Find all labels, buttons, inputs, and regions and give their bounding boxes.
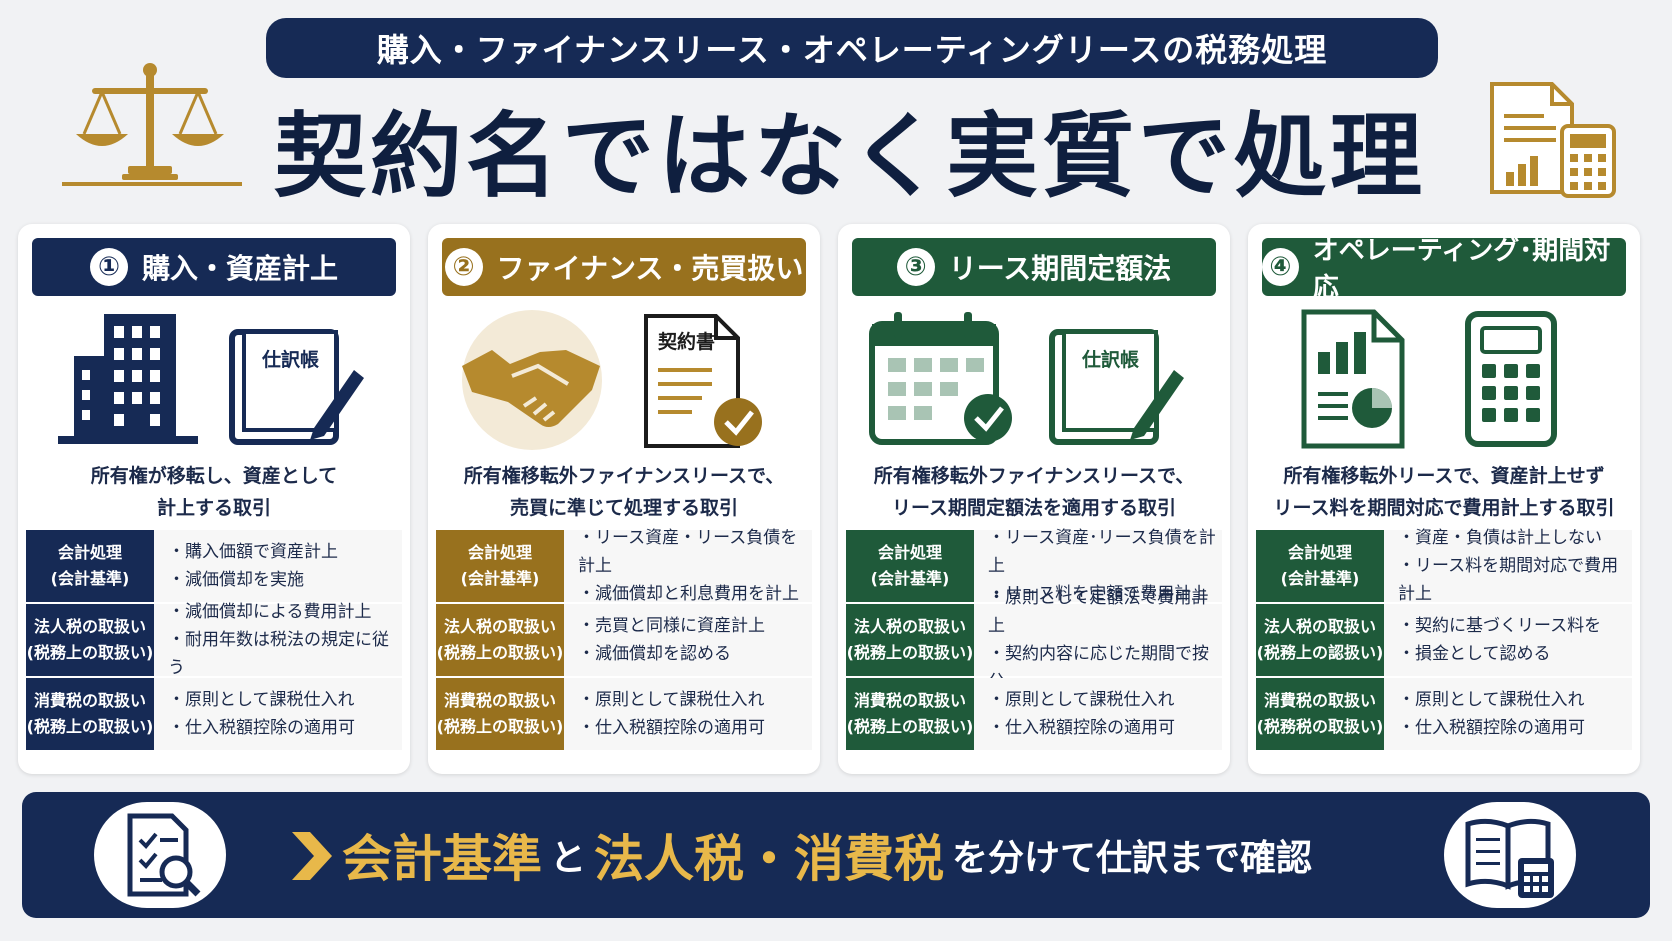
card-title: ① 購入・資産計上 [32,238,396,296]
card-title: ② ファイナンス・売買扱い [442,238,806,296]
footer-accounting-standard: 会計基準 [342,830,542,888]
footer-banner: 会計基準 と 法人税・消費税 を分けて仕訳まで確認 [22,792,1650,918]
row-label: 法人税の取扱い(税務上の取扱い) [436,604,564,676]
handshake-icon [462,310,602,450]
footer-left-icon-wrap [94,802,226,908]
treatment-table: 会計処理(会計基準) 購入価額で資産計上減価償却を実施 法人税の取扱い(税務上の… [26,530,402,752]
footer-taxes: 法人税・消費税 [594,830,945,888]
row-body: 減価償却による費用計上耐用年数は税法の規定に従う [154,602,402,678]
row-label: 会計処理(会計基準) [846,530,974,602]
row-label: 消費税の取扱い(税務上の取扱い) [26,678,154,750]
description-line: リース料を期間対応で費用計上する取引 [1273,497,1615,519]
row-label: 法人税の取扱い(税務上の取扱い) [26,604,154,676]
report-chart-icon [1301,309,1405,449]
table-row: 法人税の取扱い(税務上の認扱い) 契約に基づくリース料を損金として認める [1256,604,1632,678]
document-calculator-icon [1490,82,1616,198]
card-number: ① [89,248,128,286]
treatment-table: 会計処理(会計基準) リース資産･リース負債を計上リース料を定額で費用計上 法人… [846,528,1222,752]
table-row: 法人税の取扱い(税務上の取扱い) 原則として定額法で費用計上契約内容に応じた期間… [846,588,1222,692]
calendar-check-icon [869,312,1012,445]
footer-message: 会計基準 と 法人税・消費税 を分けて仕訳まで確認 [342,792,1422,918]
scales-of-justice-icon [62,63,242,186]
row-body: リース資産・リース負債を計上減価償却と利息費用を計上 [564,528,812,604]
office-building-icon [58,314,198,444]
subtitle-text: 購入・ファイナンスリース・オペレーティングリースの税務処理 [376,31,1328,69]
card-title-text: オペレーティング･期間対応 [1312,236,1611,303]
description-line: リース期間定額法を適用する取引 [891,497,1177,519]
calculator-icon [1465,311,1557,447]
footer-tail: を分けて仕訳まで確認 [952,838,1313,879]
row-body: 資産・負債は計上しないリース料を期間対応で費用計上 [1384,528,1632,604]
description-line: 所有権移転外ファイナンスリースで、 [873,465,1195,487]
row-body: 原則として課税仕入れ仕入税額控除の適用可 [1384,678,1632,750]
card-icons: 仕訳帳 [58,314,364,445]
book-calculator-icon [1465,818,1554,898]
row-label: 消費税の取扱い(税務税の取扱い) [1256,678,1384,750]
description-line: 所有権移転外ファイナンスリースで、 [463,465,785,487]
table-row: 消費税の取扱い(税務上の取扱い) 原則として課税仕入れ仕入税額控除の適用可 [26,678,402,752]
journal-label: 仕訳帳 [1081,348,1139,371]
row-label: 会計処理(会計基準) [436,530,564,602]
table-row: 消費税の取扱い(税務上の取扱い) 原則として課税仕入れ仕入税額控除の適用可 [436,678,812,752]
card-finance-sale: ② ファイナンス・売買扱い 契約書 所有権移転外ファイナンスリースで、 売買に準… [428,224,820,774]
card-description: 所有権移転外リースで、資産計上せず リース料を期間対応で費用計上する取引 [1256,460,1632,526]
subtitle-banner: 購入・ファイナンスリース・オペレーティングリースの税務処理 [266,18,1438,78]
table-row: 会計処理(会計基準) リース資産・リース負債を計上減価償却と利息費用を計上 [436,528,812,604]
journal-book-pen-icon: 仕訳帳 [1049,329,1184,445]
journal-book-pen-icon: 仕訳帳 [229,329,364,445]
row-label: 法人税の取扱い(税務上の取扱い) [846,604,974,676]
card-icons: 契約書 [462,310,762,450]
card-description: 所有権が移転し、資産として 計上する取引 [26,460,402,526]
table-row: 法人税の取扱い(税務上の取扱い) 減価償却による費用計上耐用年数は税法の規定に従… [26,602,402,678]
row-label: 会計処理(会計基準) [26,530,154,602]
card-title: ③ リース期間定額法 [852,238,1216,296]
card-icons: 仕訳帳 [869,312,1184,445]
row-label: 会計処理(会計基準) [1256,530,1384,602]
card-lease-straight-line: ③ リース期間定額法 仕訳帳 所有権移転外ファイナンスリースで、 リース期間定額… [838,224,1230,774]
row-body: 売買と同様に資産計上減価償却を認める [564,604,812,676]
page-title: 契約名ではなく実質で処理 [260,88,1440,210]
row-label: 法人税の取扱い(税務上の認扱い) [1256,604,1384,676]
card-operating-period: ④ オペレーティング･期間対応 所有権移転外リースで、資産計上せず [1248,224,1640,774]
description-line: 所有権移転外リースで、資産計上せず [1283,465,1605,487]
row-body: 原則として課税仕入れ仕入税額控除の適用可 [564,678,812,750]
row-label: 消費税の取扱い(税務上の取扱い) [436,678,564,750]
card-number: ③ [896,248,935,286]
table-row: 消費税の取扱い(税務税の取扱い) 原則として課税仕入れ仕入税額控除の適用可 [1256,678,1632,752]
document-search-icon [127,813,201,897]
journal-label: 仕訳帳 [261,348,319,371]
card-description: 所有権移転外ファイナンスリースで、 リース期間定額法を適用する取引 [846,460,1222,526]
contract-label: 契約書 [657,330,715,353]
description-line: 売買に準じて処理する取引 [509,497,738,519]
page-title-text: 契約名ではなく実質で処理 [273,102,1426,210]
chevron-right-icon [292,832,332,880]
row-body: 購入価額で資産計上減価償却を実施 [154,530,402,602]
table-row: 会計処理(会計基準) 資産・負債は計上しないリース料を期間対応で費用計上 [1256,528,1632,604]
card-title-text: ファイナンス・売買扱い [496,252,804,285]
row-label: 消費税の取扱い(税務上の取扱い) [846,678,974,750]
table-row: 法人税の取扱い(税務上の取扱い) 売買と同様に資産計上減価償却を認める [436,604,812,678]
card-description: 所有権移転外ファイナンスリースで、 売買に準じて処理する取引 [436,460,812,526]
description-line: 計上する取引 [156,497,271,519]
description-line: 所有権が移転し、資産として [90,465,338,487]
table-row: 会計処理(会計基準) 購入価額で資産計上減価償却を実施 [26,530,402,604]
card-number: ④ [1262,248,1299,286]
row-body: 原則として課税仕入れ仕入税額控除の適用可 [154,678,402,750]
row-body: 原則として定額法で費用計上契約内容に応じた期間で按分 [974,588,1222,692]
card-purchase: ① 購入・資産計上 仕訳帳 所有権が移転し、資産として 計上する取引 [18,224,410,774]
contract-check-icon: 契約書 [644,314,762,448]
card-title-text: 購入・資産計上 [141,252,338,285]
treatment-table: 会計処理(会計基準) 資産・負債は計上しないリース料を期間対応で費用計上 法人税… [1256,528,1632,752]
footer-right-icon-wrap [1444,802,1576,908]
card-number: ② [444,248,483,286]
treatment-table: 会計処理(会計基準) リース資産・リース負債を計上減価償却と利息費用を計上 法人… [436,528,812,752]
card-title-text: リース期間定額法 [948,252,1172,285]
table-row: 消費税の取扱い(税務上の取扱い) 原則として課税仕入れ仕入税額控除の適用可 [846,678,1222,752]
row-body: 契約に基づくリース料を損金として認める [1384,604,1632,676]
row-body: 原則として課税仕入れ仕入税額控除の適用可 [974,678,1222,750]
card-title: ④ オペレーティング･期間対応 [1262,236,1626,303]
card-icons [1301,309,1557,449]
footer-and: と [550,838,587,879]
